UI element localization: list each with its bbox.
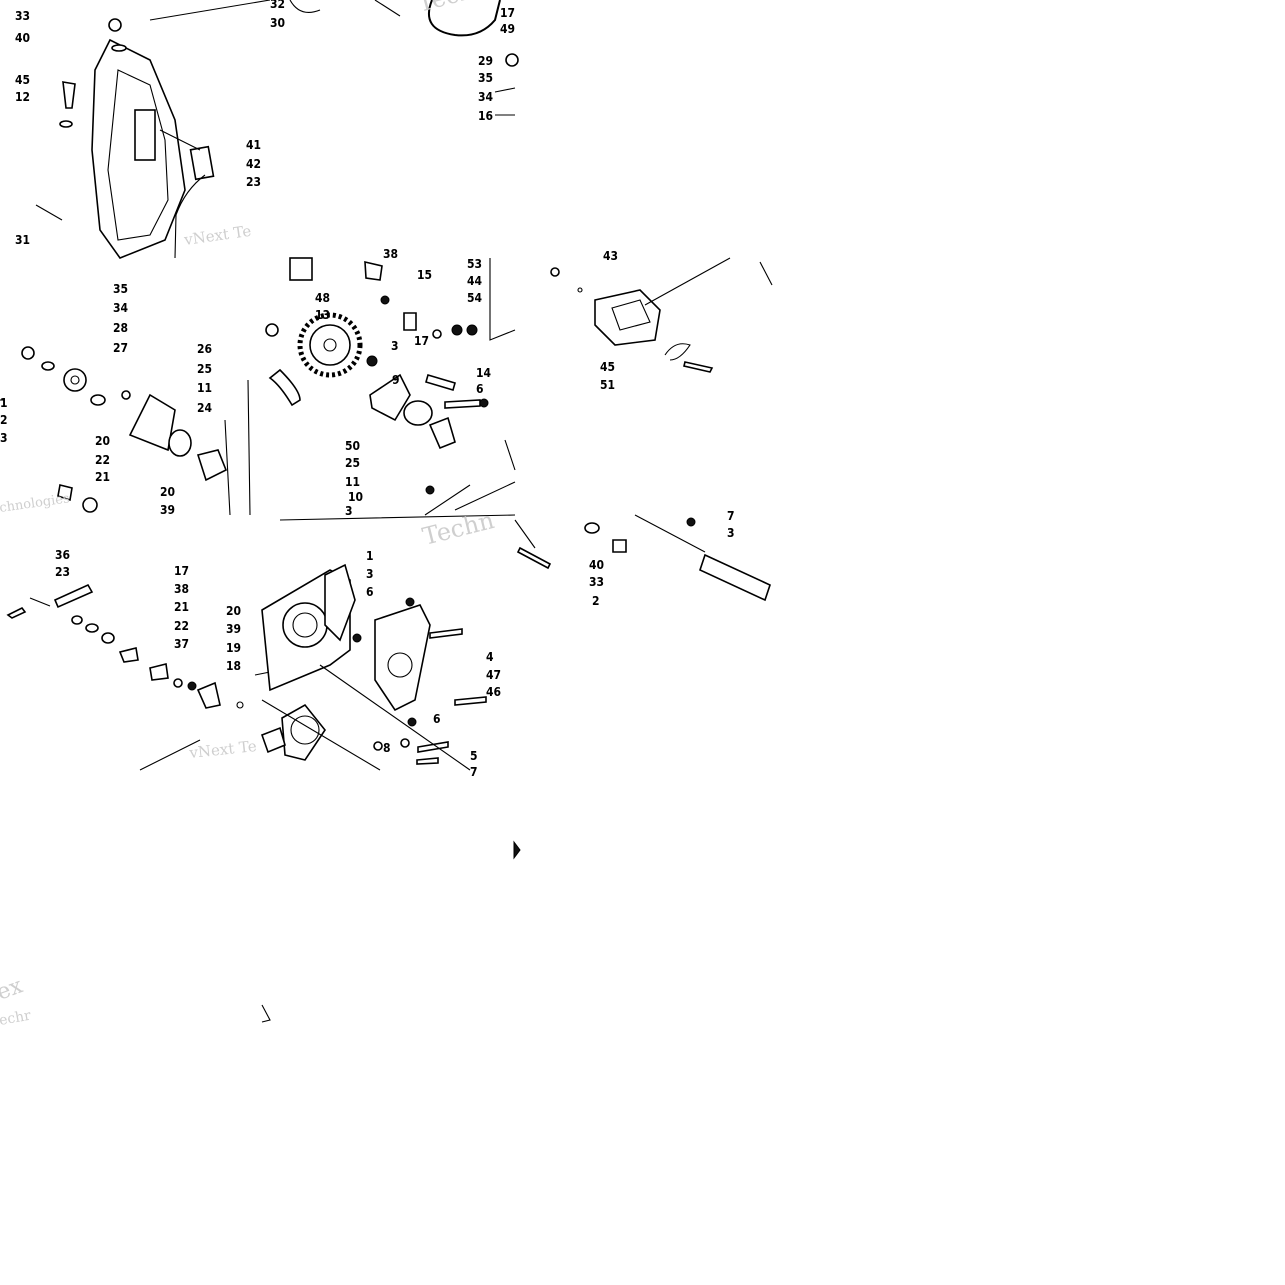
callout-number: 53 [467, 257, 482, 271]
callout-number: 20 [160, 485, 175, 499]
belt-tile [289, 0, 519, 116]
fragment-mark [513, 840, 521, 860]
callout-number: 14 [476, 366, 492, 380]
callout-number: 32 [270, 0, 285, 11]
callout-number: 33 [15, 9, 30, 23]
callout-number: 3 [345, 504, 353, 518]
callout-number: 8 [383, 741, 391, 755]
callout-number: 12 [15, 90, 30, 104]
callout-number: 54 [467, 291, 483, 305]
callout-number: 2 [592, 594, 600, 608]
sprocket-left-tile [0, 346, 251, 516]
callout-number: 46 [486, 685, 501, 699]
callout-number: 23 [55, 565, 70, 579]
callout-number: 23 [246, 175, 261, 189]
callout-number: 37 [174, 637, 189, 651]
callout-number: 21 [174, 600, 189, 614]
callout-number: 6 [476, 382, 484, 396]
watermark-text: Techn [414, 0, 491, 18]
callout-number: 20 [95, 434, 110, 448]
callout-number: 3 [0, 431, 8, 445]
callout-number: 7 [727, 509, 735, 523]
callout-number: 27 [113, 341, 128, 355]
callout-number: 36 [55, 548, 70, 562]
callout-number: 9 [392, 373, 400, 387]
callout-number: 45 [600, 360, 615, 374]
watermark-text: Techn [420, 506, 497, 551]
callout-number: 25 [345, 456, 360, 470]
callout-number: 24 [197, 401, 213, 415]
watermark-text: ex [0, 973, 27, 1005]
watermark-text: vNext Te [182, 222, 252, 249]
brake-caliper-tile [550, 257, 773, 373]
callout-number: 11 [345, 475, 360, 489]
callout-number: 47 [486, 668, 501, 682]
callout-number: 41 [246, 138, 261, 152]
callout-number: 7 [470, 765, 478, 779]
callout-number: 39 [160, 503, 175, 517]
callout-number: 40 [589, 558, 604, 572]
callout-number: 5 [470, 749, 478, 763]
callout-number: 11 [197, 381, 212, 395]
callout-number: 6 [366, 585, 374, 599]
callout-number: 3 [366, 567, 374, 581]
watermark-text: echr [0, 1008, 32, 1029]
callout-number: 28 [113, 321, 128, 335]
callout-number: 35 [478, 71, 493, 85]
callout-number: 17 [414, 334, 429, 348]
callout-number: 31 [15, 233, 30, 247]
callout-number: 10 [348, 490, 363, 504]
chain-case-cover-tile [35, 0, 271, 259]
callout-number: 50 [345, 439, 360, 453]
callout-number: 33 [589, 575, 604, 589]
callout-number: 38 [174, 582, 189, 596]
callout-number: 3 [727, 526, 735, 540]
callout-number: 34 [478, 90, 494, 104]
callout-number: 21 [95, 470, 110, 484]
callout-number: 34 [113, 301, 129, 315]
callout-number: 4 [486, 650, 494, 664]
callout-number: 20 [226, 604, 241, 618]
fragment-mark [261, 1004, 271, 1023]
callout-number: 38 [383, 247, 398, 261]
callout-number: 26 [197, 342, 212, 356]
callout-number: 1 [0, 396, 8, 410]
callout-number: 42 [246, 157, 261, 171]
callout-number: 22 [95, 453, 110, 467]
callout-number: 35 [113, 282, 128, 296]
watermark-text: chnologies [0, 491, 71, 516]
callout-number: 1 [366, 549, 374, 563]
callout-number: 15 [417, 268, 432, 282]
callout-number: 13 [315, 308, 330, 322]
callout-number: 6 [433, 712, 441, 726]
drive-gear-tile [265, 257, 516, 516]
callout-number: 3 [391, 339, 399, 353]
callout-number: 19 [226, 641, 241, 655]
watermark: vNext TeTechnTechnvNext Technologiesexec… [0, 0, 497, 1029]
callout-number: 51 [600, 378, 615, 392]
callout-number: 40 [15, 31, 30, 45]
callout-number: 25 [197, 362, 212, 376]
callout-number: 16 [478, 109, 493, 123]
callout-number: 49 [500, 22, 515, 36]
callout-number: 43 [603, 249, 618, 263]
callout-number: 45 [15, 73, 30, 87]
callout-number: 22 [174, 619, 189, 633]
drive-housing-tile [260, 514, 516, 771]
callout-number: 44 [467, 274, 483, 288]
shaft-fasteners-tile [514, 514, 771, 602]
callout-number: 2 [0, 413, 8, 427]
callout-number: 48 [315, 291, 330, 305]
callout-number: 17 [174, 564, 189, 578]
callout-number: 29 [478, 54, 493, 68]
callout-number: 18 [226, 659, 241, 673]
callout-number: 30 [270, 16, 285, 30]
callout-number: 39 [226, 622, 241, 636]
callout-number: 17 [500, 6, 515, 20]
callout-numbers: 3340451241422331323017492935341635342827… [0, 0, 735, 779]
